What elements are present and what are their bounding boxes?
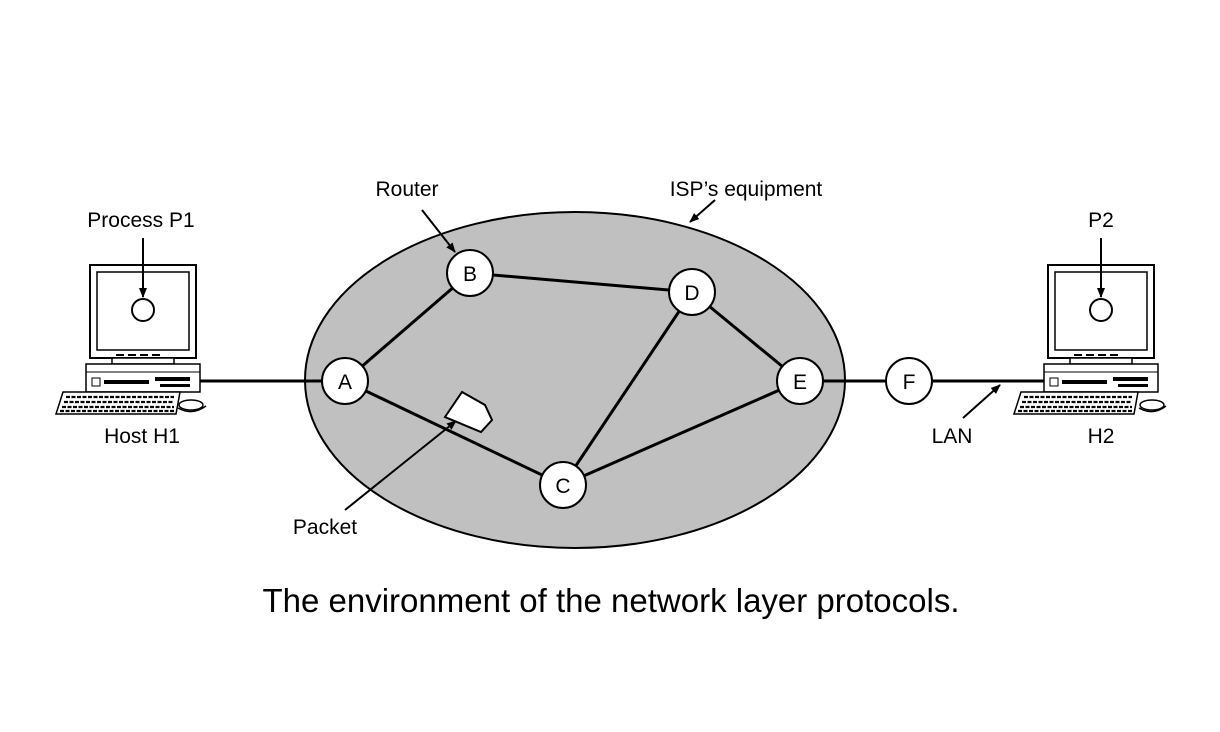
packet-shape [443, 390, 494, 434]
router-label: Router [375, 178, 438, 201]
host-h1-label: Host H1 [104, 425, 180, 448]
arrow-packet [344, 420, 457, 511]
router-b: B [446, 249, 494, 297]
arrow-lan [962, 384, 1001, 419]
computer-icon-h2 [1012, 264, 1167, 415]
link-a-c [344, 379, 564, 487]
link-d-c [561, 291, 694, 486]
router-a: A [321, 357, 369, 405]
router-a-label: A [338, 371, 352, 394]
figure-caption: The environment of the network layer pro… [262, 582, 959, 619]
process-p1-circle [131, 298, 155, 322]
computer-icon-h1 [54, 264, 207, 415]
link-c-e [562, 379, 801, 487]
arrow-isp [689, 199, 716, 223]
router-f-label: F [903, 371, 916, 394]
p2-label: P2 [1088, 209, 1114, 232]
isp-equipment-label: ISP’s equipment [670, 178, 823, 201]
h2-label: H2 [1088, 425, 1115, 448]
process-p1-label: Process P1 [87, 209, 194, 232]
annotation-arrows [139, 199, 1105, 511]
lan-label: LAN [932, 425, 973, 448]
router-e-label: E [793, 371, 807, 394]
router-b-label: B [463, 263, 477, 286]
link-b-d [469, 271, 693, 294]
packet-label: Packet [293, 516, 357, 539]
router-d-label: D [684, 282, 699, 305]
router-d: D [668, 268, 716, 316]
router-c-label: C [555, 475, 570, 498]
router-e: E [776, 357, 824, 405]
arrow-router [421, 209, 456, 253]
link-a-b [344, 271, 471, 383]
router-c: C [539, 461, 587, 509]
router-f: F [885, 357, 933, 405]
process-p2-circle [1089, 298, 1113, 322]
